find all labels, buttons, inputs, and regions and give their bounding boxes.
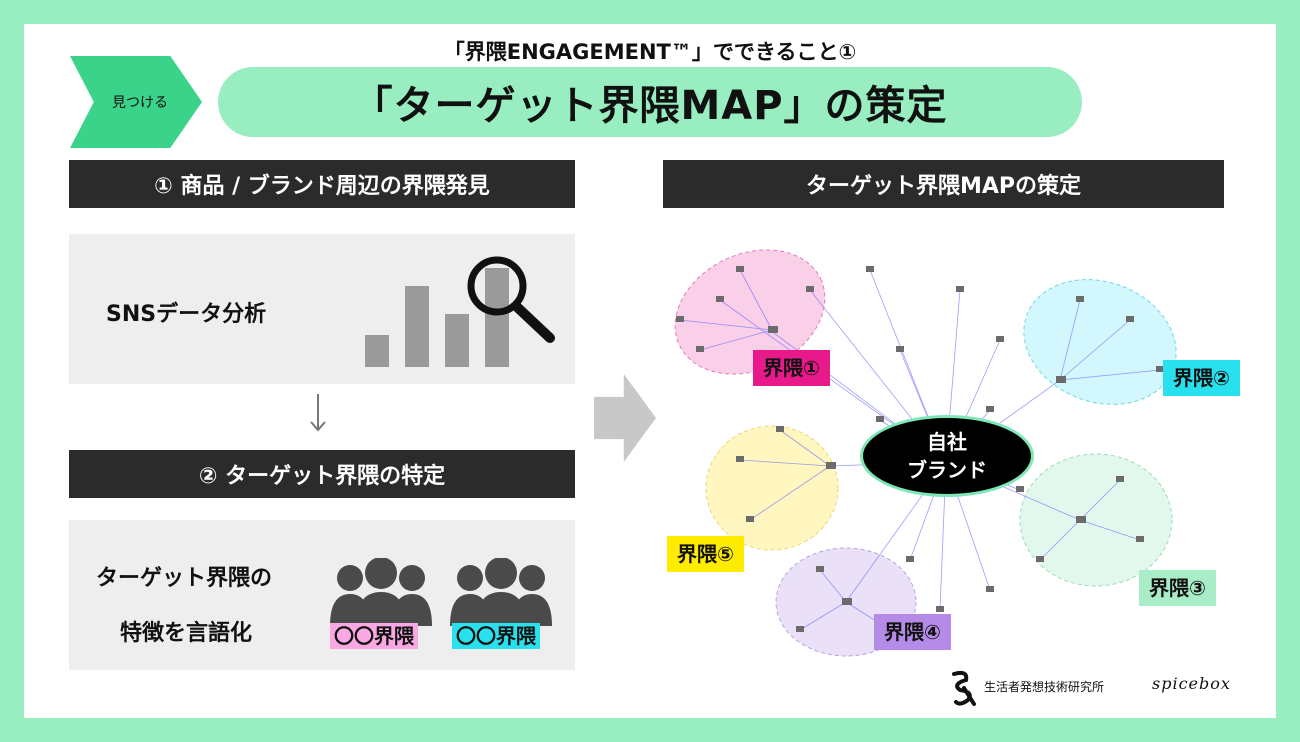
network-map — [674, 249, 1177, 657]
bar-icon-3 — [445, 314, 469, 367]
own-brand-line2: ブランド — [907, 458, 987, 482]
cluster-3-label: 界隈③ — [1139, 570, 1216, 606]
own-brand-line1: 自社 — [927, 430, 967, 454]
network-nodes — [676, 266, 1164, 632]
map-heading: ターゲット界隈MAPの策定 — [663, 160, 1224, 208]
institute-name: 生活者発想技術研究所 — [984, 680, 1105, 694]
bar-icon-2 — [405, 286, 429, 367]
step2-label-line1: ターゲット界隈の — [96, 566, 273, 591]
bar-icon-4 — [485, 268, 509, 367]
page-title: 「ターゲット界隈MAP」の策定 — [218, 67, 1082, 137]
bar-chart-search-icon — [365, 256, 555, 367]
group-tag-pink: 〇〇界隈 — [330, 623, 418, 649]
spicebox-logo: spicebox — [1152, 674, 1231, 693]
cluster-5-label: 界隈⑤ — [667, 536, 744, 572]
group-tag-cyan: 〇〇界隈 — [452, 623, 540, 649]
magnifier-handle-icon — [511, 301, 555, 343]
step1-heading: ① 商品 / ブランド周辺の界隈発見 — [69, 160, 575, 208]
step2-label-line2: 特徴を言語化 — [120, 621, 253, 646]
cluster-3-area — [1019, 453, 1173, 587]
cluster-1-label: 界隈① — [753, 350, 830, 386]
people-group-icon-2 — [450, 558, 552, 626]
cluster-2-label: 界隈② — [1163, 360, 1240, 396]
header-subtitle: 「界隈ENGAGEMENT™」でできること① — [443, 40, 857, 64]
step1-label: SNSデータ分析 — [106, 302, 267, 327]
step2-heading: ② ターゲット界隈の特定 — [69, 450, 575, 498]
magnifier-lens-icon — [467, 256, 527, 316]
institute-logo-icon — [952, 670, 976, 706]
cluster-2-area — [1023, 279, 1177, 405]
bar-icon-1 — [365, 335, 389, 367]
own-brand-node: 自社 ブランド — [860, 415, 1034, 497]
stage-tag-label: 見つける — [112, 95, 168, 111]
down-arrow-icon — [310, 394, 326, 432]
cluster-4-label: 界隈④ — [874, 614, 951, 650]
people-group-icon-1 — [330, 558, 432, 626]
cluster-5-area — [705, 425, 839, 551]
